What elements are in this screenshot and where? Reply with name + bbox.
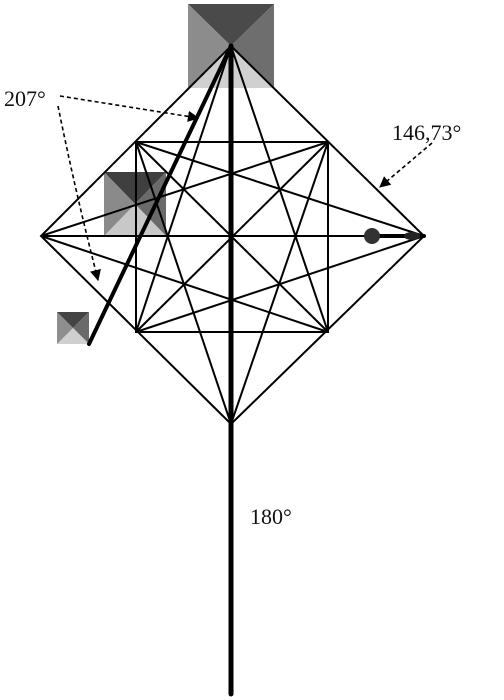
arrow-146-73 (379, 142, 433, 188)
label-angle-180: 180° (250, 504, 292, 529)
rod-marker (364, 228, 420, 244)
annotation-arrows (57, 95, 433, 282)
diagonal-rod (87, 44, 233, 346)
arrow-207-right (59, 95, 200, 122)
arrow-207-down (57, 105, 101, 282)
label-angle-146-73: 146,73° (392, 120, 461, 145)
label-angle-207: 207° (4, 86, 46, 111)
pyramid-small-icon (57, 312, 89, 344)
